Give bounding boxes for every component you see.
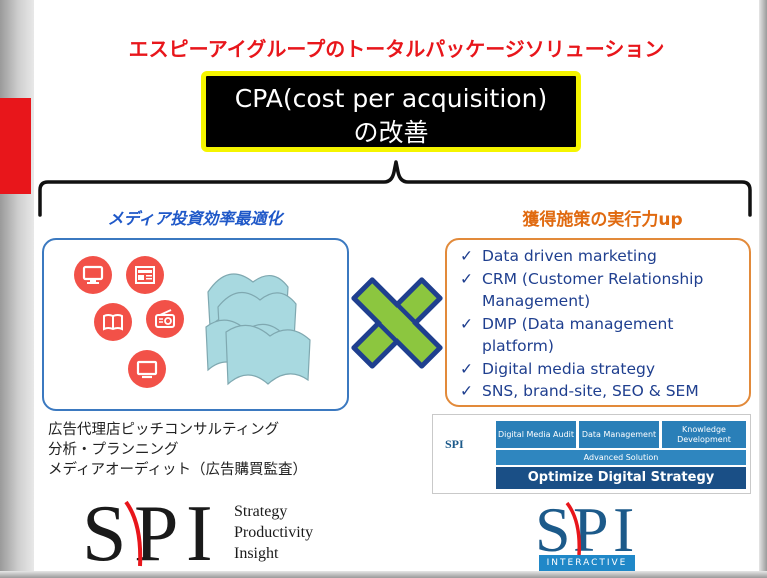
service-item: 広告代理店ピッチコンサルティング <box>48 422 280 438</box>
check-icon: ✓ <box>460 269 473 288</box>
cross-icon <box>351 277 443 369</box>
svg-text:I: I <box>613 497 634 555</box>
spi-logo-right: S P I <box>535 497 634 555</box>
list-item: ✓CRM (Customer Relationship Management) <box>460 269 704 311</box>
left-heading: メディア投資効率最適化 <box>107 209 283 228</box>
execution-list: ✓Data driven marketing ✓CRM (Customer Re… <box>456 245 746 403</box>
cell-media-audit: Digital Media Audit <box>496 421 576 448</box>
right-heading: 獲得施策の実行力up <box>522 210 683 230</box>
spi-tagline: Strategy Productivity Insight <box>234 503 314 562</box>
curly-bracket <box>38 160 752 217</box>
services-list: 広告代理店ピッチコンサルティング 分析・プランニング メディアオーディット（広告… <box>48 420 307 480</box>
slide-bottom-frame <box>0 571 767 578</box>
cpa-line2: の改善 <box>353 118 429 147</box>
check-icon: ✓ <box>460 247 473 265</box>
check-icon: ✓ <box>460 314 473 333</box>
check-icon: ✓ <box>460 359 473 378</box>
service-item: メディアオーディット（広告購買監査） <box>48 462 307 478</box>
list-item: ✓SNS, brand-site, SEO & SEM <box>456 380 746 403</box>
cell-data-management: Data Management <box>579 421 659 448</box>
spi-logo-left: S P I <box>82 494 213 568</box>
svg-text:I: I <box>186 494 213 568</box>
radio-icon <box>146 300 184 338</box>
cell-advanced: Advanced Solution <box>496 450 746 465</box>
tv-icon <box>74 256 112 294</box>
red-accent-bar <box>0 98 31 194</box>
check-icon: ✓ <box>460 382 473 400</box>
newspaper-icon <box>126 256 164 294</box>
list-item: ✓Data driven marketing <box>456 245 746 268</box>
slide-title: エスピーアイグループのトータルパッケージソリューション <box>128 37 665 61</box>
spi-small-logo: SPI <box>445 437 464 451</box>
solution-diagram: SPI Digital Media Audit Data Management … <box>432 414 751 494</box>
book-icon <box>94 303 132 341</box>
list-item: ✓DMP (Data management platform) <box>460 314 674 356</box>
svg-text:S: S <box>535 497 571 555</box>
cpa-line1: CPA(cost per acquisition) <box>234 84 548 113</box>
svg-text:S: S <box>82 494 127 568</box>
slide-left-frame <box>0 0 34 578</box>
documents-icon <box>205 273 311 386</box>
interactive-tagline: INTERACTIVE <box>539 555 635 571</box>
execution-box <box>445 238 751 407</box>
monitor-icon <box>128 350 166 388</box>
slide-right-frame <box>759 0 767 578</box>
list-item: ✓Digital media strategy <box>456 358 746 381</box>
cpa-box: CPA(cost per acquisition) の改善 <box>201 71 581 152</box>
cell-optimize: Optimize Digital Strategy <box>496 467 746 489</box>
service-item: 分析・プランニング <box>48 442 179 458</box>
cell-knowledge: Knowledge Development <box>662 421 746 448</box>
media-box <box>42 238 349 411</box>
